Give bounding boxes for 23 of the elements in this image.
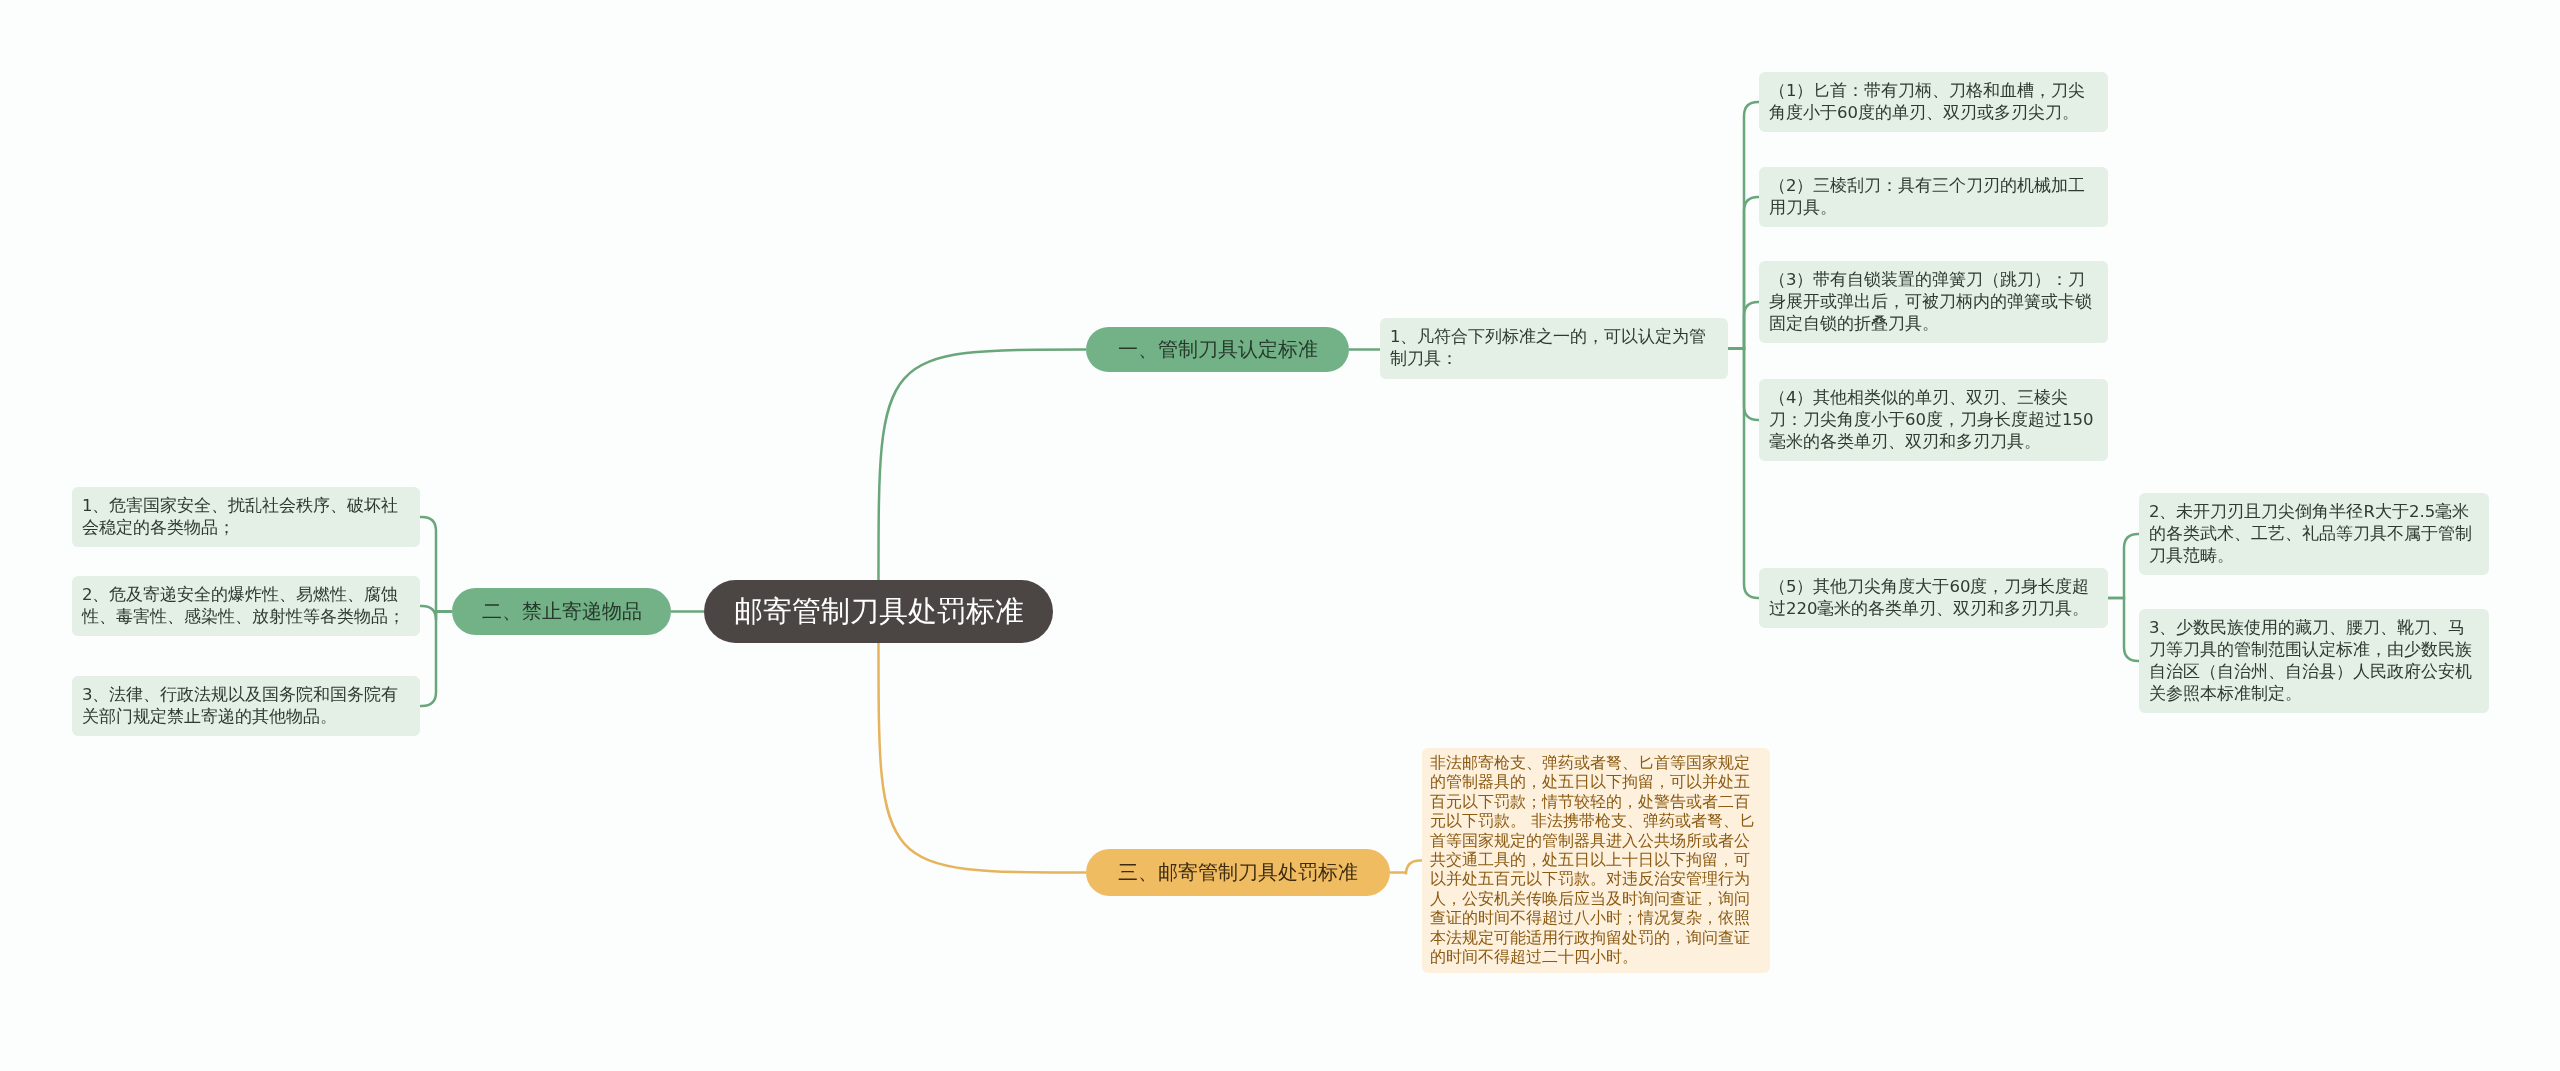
connector-line (877, 348, 1086, 580)
connector-line (671, 610, 704, 613)
topic-box: （3）带有自锁装置的弹簧刀（跳刀）：刀身展开或弹出后，可被刀柄内的弹簧或卡锁固定自锁的折叠刀具。 (1759, 261, 2108, 343)
branch-topic: 一、管制刀具认定标准 (1086, 327, 1349, 372)
topic-box: 1、凡符合下列标准之一的，可以认定为管制刀具： (1380, 318, 1728, 379)
topic-box: （4）其他相类似的单刃、双刃、三棱尖刀：刀尖角度小于60度，刀身长度超过150毫米的各类单刃、双刃和多刃刀具。 (1759, 379, 2108, 461)
topic-box: 3、法律、行政法规以及国务院和国务院有关部门规定禁止寄递的其他物品。 (72, 676, 420, 736)
branch-topic: 二、禁止寄递物品 (452, 588, 671, 635)
connector-line (877, 643, 1086, 874)
topic-box: 1、危害国家安全、扰乱社会秩序、破坏社会稳定的各类物品； (72, 487, 420, 547)
topic-box: 2、危及寄递安全的爆炸性、易燃性、腐蚀性、毒害性、感染性、放射性等各类物品； (72, 576, 420, 636)
topic-box: （2）三棱刮刀：具有三个刀刃的机械加工用刀具。 (1759, 167, 2108, 227)
note-box: 非法邮寄枪支、弹药或者弩、匕首等国家规定的管制器具的，处五日以下拘留，可以并处五百元以下罚款；情节较轻的，处警告或者二百元以下罚款。 非法携带枪支、弹药或者弩、匕首等国家规定的管制器具进入公共场所或者公共交通工具的，处五日以上十日以下拘留，可以并处五百元以下罚款。对违反治安管理行为人，公安机关传唤后应当及时询问查证，询问查证的时间不得超过八小时；情况复杂，依照本法规定可能适用行政拘留处罚的，询问查证的时间不得超过二十四小时。 (1422, 748, 1770, 974)
topic-box: （5）其他刀尖角度大于60度，刀身长度超过220毫米的各类单刃、双刃和多刃刀具。 (1759, 568, 2108, 628)
connector-line (2108, 596, 2140, 663)
topic-box: （1）匕首：带有刀柄、刀格和血槽，刀尖角度小于60度的单刃、双刃或多刃尖刀。 (1759, 72, 2108, 132)
connector-line (1349, 348, 1380, 351)
topic-box: 2、未开刀刃且刀尖倒角半径R大于2.5毫米的各类武术、工艺、礼品等刀具不属于管制刀具范畴。 (2139, 493, 2489, 575)
connector-line (420, 610, 452, 708)
topic-box: 3、少数民族使用的藏刀、腰刀、靴刀、马刀等刀具的管制范围认定标准，由少数民族自治区（自治州、自治县）人民政府公安机关参照本标准制定。 (2139, 609, 2489, 713)
root-topic: 邮寄管制刀具处罚标准 (704, 580, 1053, 643)
branch-topic: 三、邮寄管制刀具处罚标准 (1086, 849, 1390, 896)
connector-line (1728, 347, 1760, 600)
